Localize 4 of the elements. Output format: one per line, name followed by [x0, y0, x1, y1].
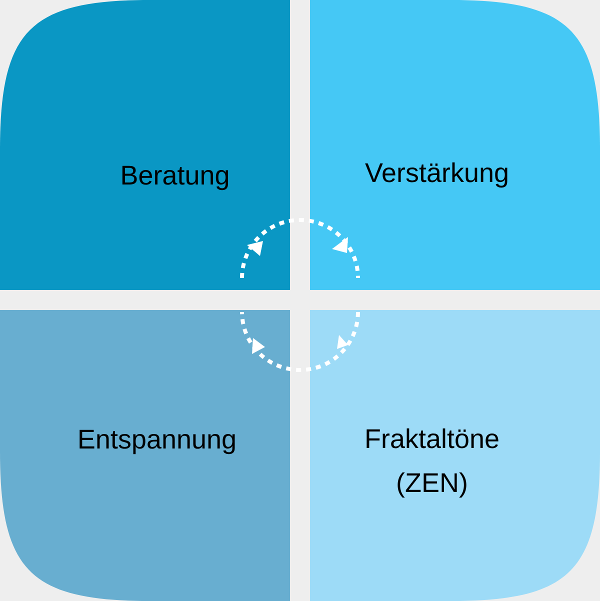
- quadrant-panel: Verstärkung: [310, 0, 600, 290]
- quadrant-panel: Beratung: [0, 0, 290, 290]
- quadrant-panel: Fraktaltöne (ZEN): [310, 310, 600, 601]
- quadrant-panel: Entspannung: [0, 310, 290, 601]
